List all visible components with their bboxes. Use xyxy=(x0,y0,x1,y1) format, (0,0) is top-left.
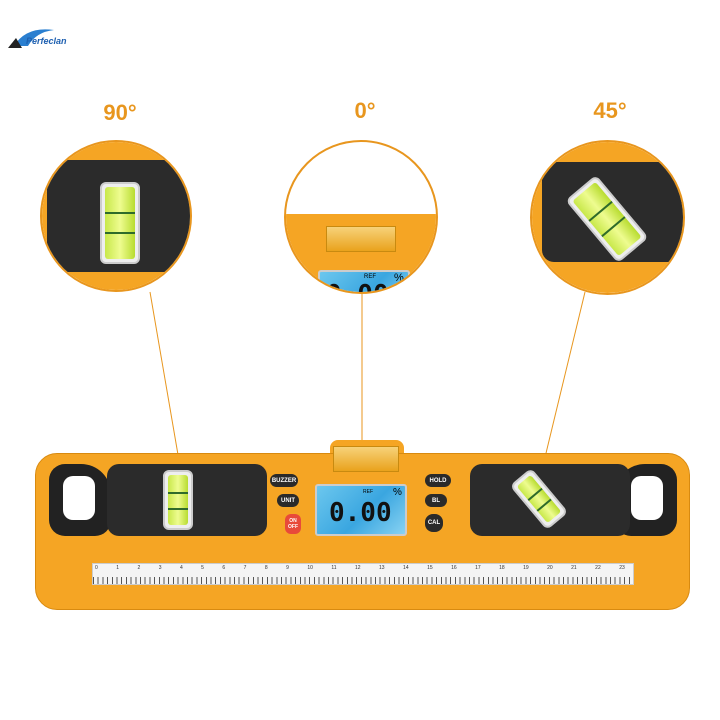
ruler-tick-label: 9 xyxy=(286,565,289,571)
ruler-tick-label: 19 xyxy=(523,565,529,571)
lcd-value: 0.00 xyxy=(329,498,392,528)
ruler-tick-label: 4 xyxy=(179,565,183,571)
ruler-tick-label: 10 xyxy=(307,565,313,571)
lcd-value-zoomed: 0.00 xyxy=(326,280,389,292)
angle-label-45: 45° xyxy=(593,98,627,123)
ruler-tick-label: 15 xyxy=(427,565,433,571)
vial-vertical-body xyxy=(163,470,193,530)
angle-label-0: 0° xyxy=(354,98,376,123)
ruler-tick-label: 23 xyxy=(619,565,625,571)
ruler-tick-label: 7 xyxy=(243,565,247,571)
top-vial xyxy=(333,446,399,472)
angle-label-90: 90° xyxy=(103,100,137,125)
lcd-unit: % xyxy=(393,487,402,498)
lcd-unit-zoomed: % xyxy=(394,272,404,284)
ruler-tick-label: 6 xyxy=(222,565,226,571)
detail-circle-0: REF % 0.00 xyxy=(284,140,438,294)
ruler-tick-label: 8 xyxy=(264,565,268,571)
digital-level: BUZZER UNIT ON OFF HOLD BL CAL REF % 0.0… xyxy=(35,440,690,612)
detail-circle-90 xyxy=(40,140,192,292)
ruler-tick-label: 22 xyxy=(595,565,601,571)
lcd-ref-zoomed: REF xyxy=(364,274,376,280)
bl-button[interactable]: BL xyxy=(425,494,447,507)
ruler-tick-label: 2 xyxy=(137,565,141,571)
ruler-tick-label: 12 xyxy=(355,565,361,571)
left-handle xyxy=(49,464,111,536)
detail-circle-45 xyxy=(530,140,685,295)
brand-logo: Perfeclan xyxy=(6,24,78,50)
vial-vertical xyxy=(100,182,140,264)
ruler-tick-label: 14 xyxy=(403,565,409,571)
ruler-tick-label: 0 xyxy=(95,565,98,571)
logo-text: Perfeclan xyxy=(26,36,67,46)
buzzer-button[interactable]: BUZZER xyxy=(270,474,298,487)
ruler-tick-label: 20 xyxy=(547,565,553,571)
unit-button[interactable]: UNIT xyxy=(277,494,299,507)
cal-button[interactable]: CAL xyxy=(425,514,443,532)
ruler-tick-label: 21 xyxy=(571,565,577,571)
logo-emblem-icon xyxy=(8,29,54,48)
ruler-tick-label: 1 xyxy=(116,565,120,571)
lcd-display: REF % 0.00 xyxy=(315,484,407,536)
on-off-button[interactable]: ON OFF xyxy=(285,514,301,534)
ruler-tick-label: 18 xyxy=(499,565,505,571)
hold-button[interactable]: HOLD xyxy=(425,474,451,487)
ruler-tick-label: 11 xyxy=(331,565,337,571)
ruler-tick-label: 13 xyxy=(379,565,385,571)
ruler-tick-label: 17 xyxy=(475,565,481,571)
ruler-tick-label: 3 xyxy=(158,565,162,571)
lcd-ref: REF xyxy=(363,489,373,495)
ruler-tick-label: 16 xyxy=(451,565,457,571)
ruler-tick-label: 5 xyxy=(201,565,204,571)
